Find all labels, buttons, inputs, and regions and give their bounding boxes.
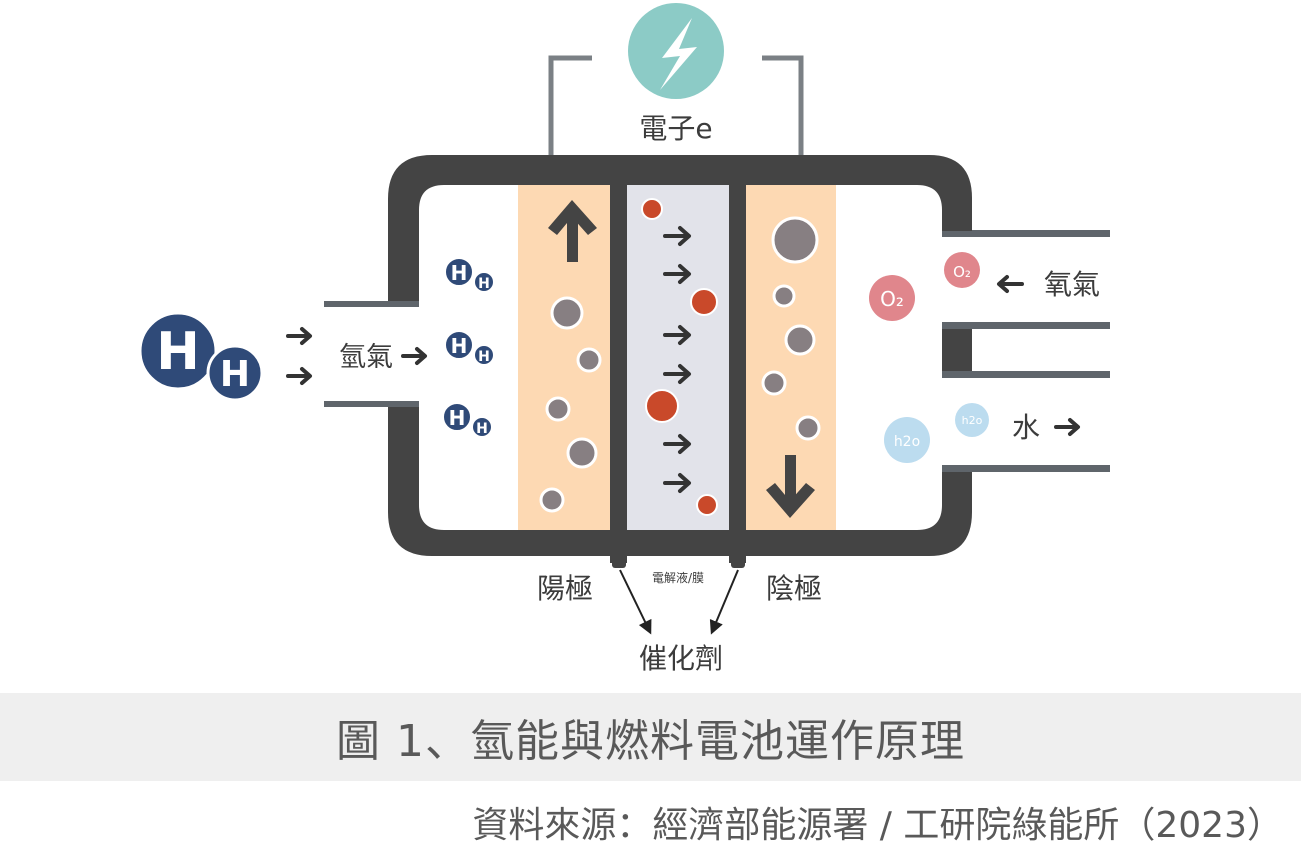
hydrogen-molecule: H H: [444, 257, 495, 293]
svg-text:O₂: O₂: [953, 263, 971, 281]
svg-text:h2o: h2o: [894, 434, 920, 450]
electron-particle: [566, 437, 598, 469]
cathode-catalyst-tab: [731, 556, 745, 568]
electron-badge: [628, 3, 724, 99]
cathode-label: 陰極: [766, 572, 822, 605]
cathode-particles: [761, 216, 821, 441]
electron-particle: [761, 370, 787, 396]
fuel-cell-diagram: 電子e: [138, 3, 1110, 675]
arrow-right-icon: [663, 364, 691, 384]
anode-particles: [539, 296, 602, 513]
svg-text:h2o: h2o: [962, 414, 983, 427]
source-citation: 資料來源：經濟部能源署 / 工研院綠能所（2023）: [472, 805, 1283, 846]
hydrogen-ion: [645, 389, 679, 423]
hydrogen-molecules-inside: H H H H H H: [442, 257, 495, 438]
hydrogen-ions: [641, 198, 718, 516]
oxygen-inlet-pipe: [942, 230, 1110, 329]
electron-label: 電子e: [639, 112, 712, 145]
figure-title: 圖 1、氫能與燃料電池運作原理: [336, 716, 965, 767]
cathode-membrane-divider: [729, 178, 746, 563]
anode-catalyst-tab: [612, 556, 626, 568]
catalyst-pointer-lines: [619, 569, 739, 635]
arrow-down-icon: [766, 455, 815, 518]
hydrogen-ion: [696, 494, 718, 516]
svg-text:H: H: [478, 276, 490, 292]
electron-particle: [771, 216, 819, 264]
ion-flow-arrows: [663, 226, 691, 493]
anode-label: 陽極: [537, 572, 593, 605]
electron-particle: [795, 415, 821, 441]
electron-particle: [539, 487, 565, 513]
arrow-left-icon: [997, 275, 1024, 293]
hydrogen-inlet-label: 氫氣: [339, 342, 393, 373]
arrow-right-icon: [663, 473, 691, 493]
electron-particle: [772, 284, 796, 308]
oxygen-molecules: O₂ O₂: [869, 252, 980, 321]
arrow-right-icon: [286, 327, 312, 345]
water-outlet-pipe: [942, 371, 1110, 472]
oxygen-molecule: O₂: [944, 252, 980, 288]
svg-text:O₂: O₂: [880, 287, 904, 311]
hydrogen-inlet-pipe: [324, 301, 404, 407]
electron-particle: [784, 324, 816, 356]
electrolyte-membrane: [627, 185, 729, 530]
hydrogen-ion: [641, 198, 663, 220]
electron-particle: [576, 347, 602, 373]
hydrogen-ion: [690, 288, 718, 316]
oxygen-molecule: O₂: [869, 275, 915, 321]
arrow-right-icon: [663, 226, 691, 246]
electron-particle: [550, 296, 584, 330]
svg-text:H: H: [156, 322, 200, 382]
svg-text:H: H: [476, 421, 488, 437]
electrolyte-label: 電解液/膜: [652, 570, 704, 585]
arrow-right-icon: [401, 347, 427, 365]
figure-caption-band: 圖 1、氫能與燃料電池運作原理: [0, 693, 1301, 781]
oxygen-inlet-label: 氧氣: [1044, 268, 1100, 301]
hydrogen-molecule-large: H H: [138, 311, 264, 402]
hydrogen-inlet-arrows: [286, 327, 427, 385]
electron-particle: [545, 396, 571, 422]
water-molecule: h2o: [884, 417, 930, 463]
water-molecule: h2o: [955, 403, 989, 437]
svg-text:H: H: [478, 349, 490, 365]
arrow-right-icon: [663, 434, 691, 454]
svg-text:H: H: [451, 261, 468, 285]
water-outlet-label: 水: [1012, 411, 1040, 444]
arrow-up-icon: [548, 200, 597, 262]
lightning-bolt-icon: [660, 18, 697, 90]
arrow-right-icon: [663, 264, 691, 284]
water-molecules: h2o h2o: [884, 403, 989, 463]
arrow-right-icon: [1054, 418, 1080, 436]
anode-membrane-divider: [610, 178, 627, 563]
arrow-right-icon: [286, 367, 312, 385]
hydrogen-molecule: H H: [444, 330, 495, 366]
svg-text:H: H: [220, 354, 250, 395]
hydrogen-molecule: H H: [442, 402, 493, 438]
cell-frame: [388, 155, 972, 556]
svg-text:H: H: [451, 334, 468, 358]
external-circuit-wire: [548, 55, 804, 156]
arrow-right-icon: [663, 325, 691, 345]
catalyst-label: 催化劑: [639, 642, 723, 675]
svg-text:H: H: [449, 406, 466, 430]
